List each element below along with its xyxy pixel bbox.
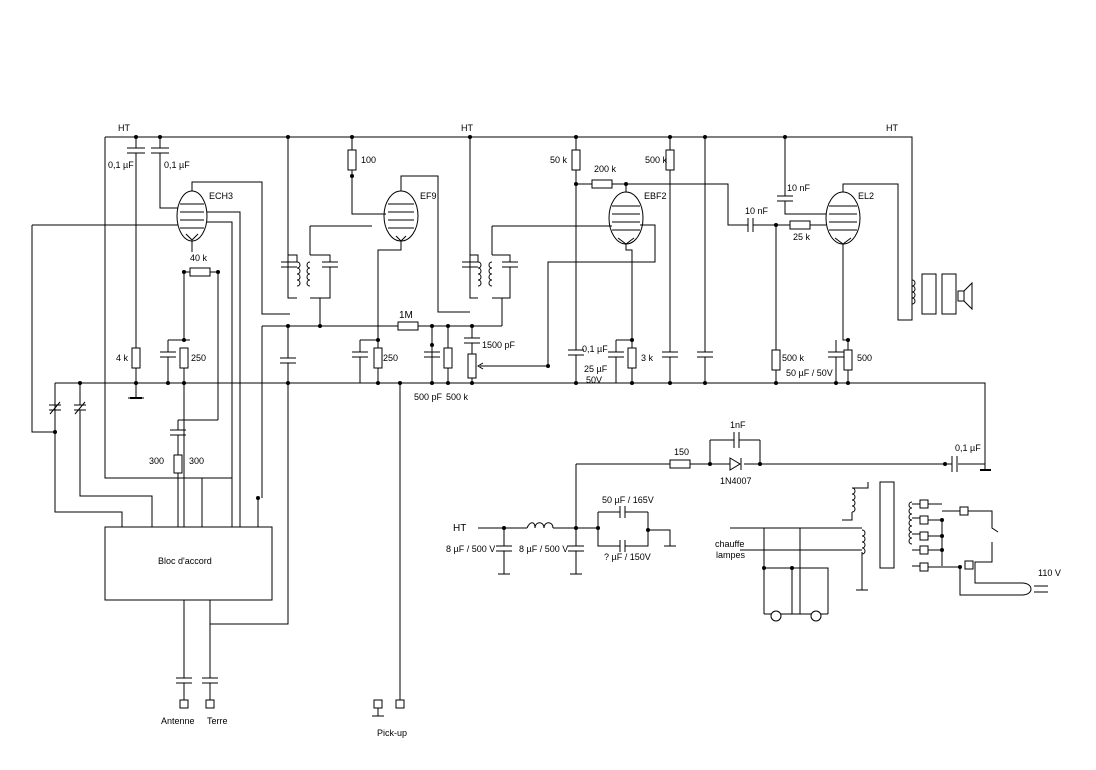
label-r-4k: 4 k: [116, 353, 129, 363]
ht-rail: [104, 136, 913, 479]
label-c-10nf-b: 10 nF: [745, 206, 769, 216]
label-bloc: Bloc d'accord: [158, 556, 212, 566]
label-c-8uf-b: 8 µF / 500 V: [519, 544, 568, 554]
label-r-500k-grid: 500 k: [782, 353, 805, 363]
label-ht-mid: HT: [461, 123, 473, 133]
pilot-lamp-icon: [770, 610, 782, 622]
label-r-300a: 300: [149, 456, 164, 466]
plug-icon: [1010, 582, 1048, 596]
label-ht-ps: HT: [453, 523, 466, 534]
label-c-01c: 0,1 µF: [582, 344, 608, 354]
label-antenne: Antenne: [161, 716, 195, 726]
label-r-250a: 250: [191, 353, 206, 363]
label-r-500k-vol: 500 k: [446, 392, 469, 402]
label-c-1nf: 1nF: [730, 420, 746, 430]
label-r-40k: 40 k: [190, 253, 208, 263]
label-c-50uf-165v: 50 µF / 165V: [602, 495, 654, 505]
label-c-01b: 0,1 µF: [164, 160, 190, 170]
label-c-25uf: 25 µF: [584, 364, 608, 374]
label-tube-el2: EL2: [858, 191, 874, 201]
if-transformer-2: [462, 137, 612, 326]
label-c-01d: 0,1 µF: [955, 443, 981, 453]
ebf2-stage: [568, 137, 748, 383]
label-r-500k-top: 500 k: [645, 155, 668, 165]
tuning-section: [31, 225, 405, 717]
label-c-01a: 0,1 µF: [108, 160, 134, 170]
pilot-lamp-icon: [810, 610, 822, 622]
schematic-labels: HT HT HT 0,1 µF 0,1 µF 100 50 k 200 k 50…: [108, 123, 1061, 738]
junction-dots: [53, 135, 962, 570]
label-v-110: 110 V: [1038, 568, 1061, 578]
label-r-1m: 1M: [399, 310, 413, 321]
bloc-accord-box: [104, 526, 273, 601]
label-lampes: lampes: [716, 550, 746, 560]
label-r-150: 150: [674, 447, 689, 457]
label-tube-ebf2: EBF2: [644, 191, 667, 201]
label-c-500pf: 500 pF: [414, 392, 443, 402]
label-c-8uf-a: 8 µF / 500 V: [446, 544, 495, 554]
label-r-50k: 50 k: [550, 155, 568, 165]
label-pickup: Pick-up: [377, 728, 407, 738]
label-r-500: 500: [857, 353, 872, 363]
ech3-stage: [32, 137, 290, 527]
label-chauffe: chauffe: [715, 539, 744, 549]
label-r-200k: 200 k: [594, 164, 617, 174]
output-transformer: [911, 273, 973, 315]
label-c-1500pf: 1500 pF: [482, 340, 516, 350]
label-tube-ef9: EF9: [420, 191, 437, 201]
label-r-3k: 3 k: [641, 353, 654, 363]
power-supply: [478, 432, 1048, 622]
label-ht-right: HT: [886, 123, 898, 133]
label-r-250b: 250: [383, 353, 398, 363]
tube-el2-envelope: [825, 191, 861, 245]
if-transformer-1: [281, 137, 372, 326]
ef9-stage: [347, 137, 470, 383]
label-tube-ech3: ECH3: [209, 191, 233, 201]
label-terre: Terre: [207, 716, 228, 726]
el2-stage: [747, 137, 899, 383]
tube-ef9-envelope: [383, 190, 419, 242]
label-r-100: 100: [361, 155, 376, 165]
label-v-50v: 50V: [586, 375, 602, 385]
speaker-icon: [957, 290, 965, 302]
label-r-25k: 25 k: [793, 232, 811, 242]
detector-line: [261, 224, 656, 498]
ground-rail: [54, 382, 986, 470]
label-r-300b: 300: [189, 456, 204, 466]
label-c-10nf-a: 10 nF: [787, 183, 811, 193]
tube-ebf2-envelope: [608, 191, 644, 245]
label-c-50uf-50v: 50 µF / 50V: [786, 368, 833, 378]
label-d-1n4007: 1N4007: [720, 476, 752, 486]
tube-ech3-envelope: [176, 190, 208, 242]
label-ht-left: HT: [118, 123, 130, 133]
label-c-q-150v: ? µF / 150V: [604, 552, 651, 562]
